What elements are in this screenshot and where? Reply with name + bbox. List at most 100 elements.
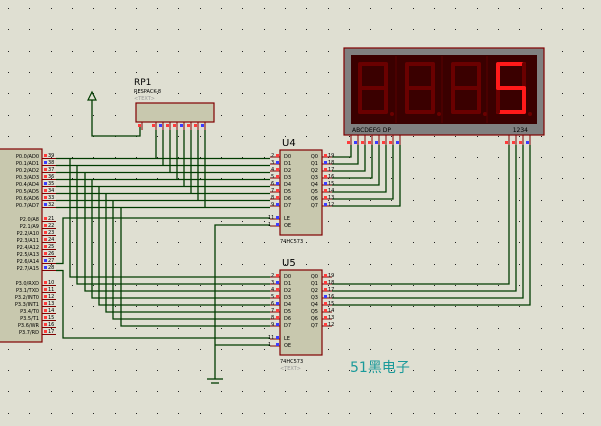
u5-digit-wire-0[interactable] [332, 145, 510, 285]
segment-pin-5[interactable] [382, 141, 385, 144]
segment-pin-2[interactable] [361, 141, 364, 144]
rp1-pin-9[interactable] [201, 122, 206, 130]
bus-u5-d5[interactable] [105, 193, 270, 313]
u4-seg-wire-0[interactable] [332, 145, 352, 158]
u5-digit-wire-1[interactable] [332, 145, 517, 292]
bus-u5-d4[interactable] [98, 186, 270, 306]
digit-pin-3[interactable] [519, 141, 522, 144]
u4-seg-wire-5[interactable] [332, 145, 387, 193]
bus-u5-d7[interactable] [120, 207, 270, 327]
u4-le-wire[interactable] [56, 217, 270, 265]
bus-u5-d3[interactable] [91, 179, 270, 299]
u5-le-wire[interactable] [56, 269, 270, 339]
rp1-pin-4[interactable] [166, 122, 171, 130]
rp1-pin-1[interactable] [138, 122, 143, 130]
rp1-pin-7[interactable] [187, 122, 192, 130]
rp1-pin-5[interactable] [173, 122, 178, 130]
u4-seg-wire-4[interactable] [332, 145, 380, 186]
rp1-body[interactable] [135, 102, 215, 123]
mcu-body[interactable] [0, 148, 43, 343]
bus-u5-d2[interactable] [84, 172, 270, 292]
u4-seg-wire-7[interactable] [332, 145, 401, 207]
digit-pin-4[interactable] [526, 141, 529, 144]
vcc-wire[interactable] [91, 100, 141, 137]
segment-pin-4[interactable] [375, 141, 378, 144]
segment-pin-3[interactable] [368, 141, 371, 144]
segment-pin-0[interactable] [347, 141, 350, 144]
u5-digit-wire-2[interactable] [332, 145, 524, 299]
u5-digit-wire-3[interactable] [332, 145, 531, 306]
rp1-pin-3[interactable] [159, 122, 164, 130]
u4-seg-wire-1[interactable] [332, 145, 359, 165]
u4-seg-wire-3[interactable] [332, 145, 373, 179]
power-terminal-icon[interactable] [87, 90, 97, 101]
segment-pin-6[interactable] [389, 141, 392, 144]
digit-pin-2[interactable] [512, 141, 515, 144]
bus-u5-d6[interactable] [112, 200, 270, 320]
rp1-pin-2[interactable] [152, 122, 157, 130]
bus-u5-d1[interactable] [76, 165, 270, 285]
u4-seg-wire-6[interactable] [332, 145, 394, 200]
segment-pin-7[interactable] [396, 141, 399, 144]
rp1-pin-6[interactable] [180, 122, 185, 130]
rp1-pin-8[interactable] [194, 122, 199, 130]
